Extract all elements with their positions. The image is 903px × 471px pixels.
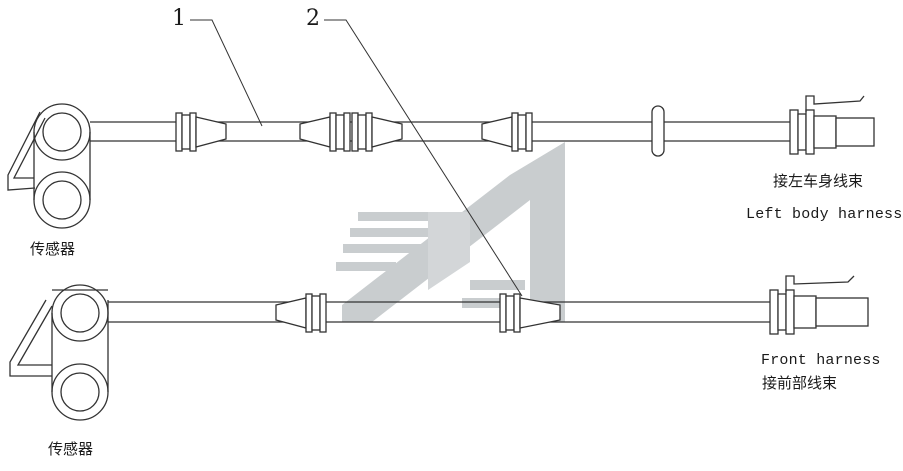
top-sensor-body	[7, 103, 91, 229]
watermark-logo	[336, 142, 565, 322]
top-cable-clip	[651, 105, 665, 157]
top-grommet-3	[351, 112, 403, 152]
bottom-connector	[769, 275, 869, 335]
front-harness-cn: 接前部线束	[762, 374, 838, 392]
callout-number-1: 1	[172, 6, 186, 31]
leader-lines	[190, 19, 523, 297]
bottom-grommet-2	[499, 293, 561, 333]
sensor-label-top: 传感器	[30, 240, 76, 258]
top-harness	[7, 95, 875, 229]
left-body-harness-en: Left body harness	[746, 206, 903, 223]
callout-number-2: 2	[306, 6, 320, 31]
bottom-harness	[9, 275, 869, 421]
top-grommet-4	[481, 112, 533, 152]
sensor-label-bottom: 传感器	[48, 440, 94, 458]
bottom-grommet-1	[275, 293, 327, 333]
front-harness-en: Front harness	[761, 352, 881, 369]
left-body-harness-cn: 接左车身线束	[773, 172, 864, 190]
bottom-sensor-body	[9, 284, 109, 421]
top-connector	[789, 95, 875, 155]
top-grommet-1	[175, 112, 227, 152]
top-grommet-2	[299, 112, 351, 152]
